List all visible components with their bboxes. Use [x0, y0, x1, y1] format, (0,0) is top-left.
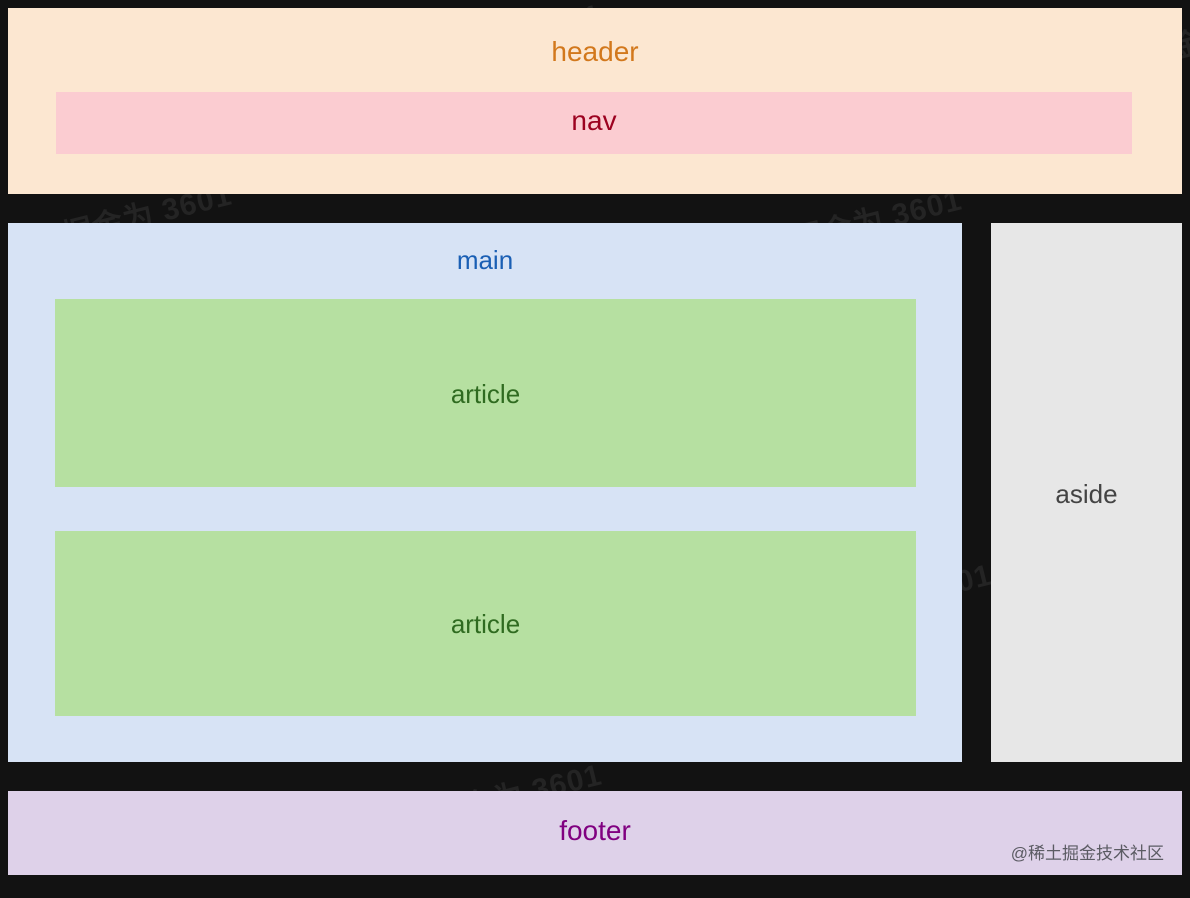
article-label: article	[450, 379, 521, 409]
aside-label: aside	[1055, 479, 1118, 509]
aside-region: aside	[991, 223, 1182, 762]
main-label: main	[456, 245, 514, 275]
article-label: article	[450, 609, 521, 639]
footer-watermark: @稀土掘金技术社区	[1010, 844, 1164, 863]
footer-region: footer @稀土掘金技术社区	[8, 791, 1182, 875]
nav-region[interactable]: nav	[56, 92, 1132, 154]
footer-label: footer	[559, 815, 631, 846]
main-region: main article article	[8, 223, 962, 762]
nav-label: nav	[571, 105, 617, 136]
article-block: article	[55, 299, 916, 487]
header-label: header	[551, 36, 639, 67]
article-block: article	[55, 531, 916, 716]
header-region: header nav	[8, 8, 1182, 194]
